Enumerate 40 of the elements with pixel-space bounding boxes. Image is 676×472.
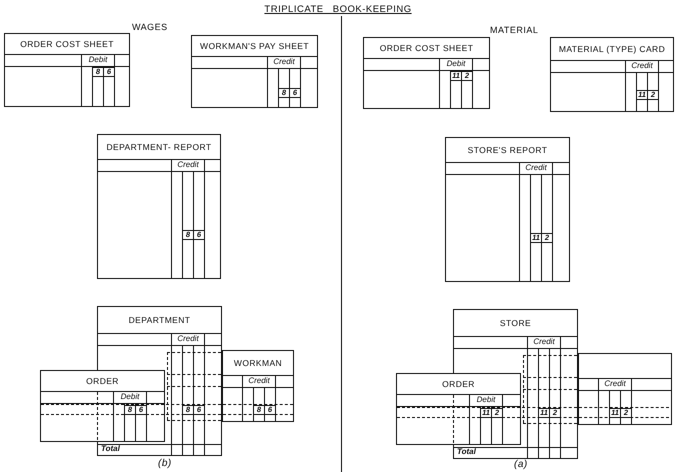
form-title: WORKMAN'S PAY SHEET [199, 41, 310, 51]
form-sheet [550, 37, 674, 112]
column-heading: Credit [630, 60, 654, 71]
column-heading: Debit [476, 394, 496, 405]
panel-letter: (b) [158, 458, 172, 469]
column-heading: Credit [524, 162, 548, 173]
form-title: DEPARTMENT [128, 315, 192, 325]
column-heading: Credit [603, 378, 627, 389]
form-title: ORDER [85, 376, 120, 386]
form-title: STORE [498, 318, 532, 328]
form-title: WORKMAN [232, 358, 284, 368]
section-heading: MATERIAL [490, 25, 538, 35]
column-heading: Credit [247, 375, 271, 386]
form-sheet [396, 373, 521, 445]
column-heading: Debit [120, 391, 140, 402]
panel-letter: (a) [514, 459, 528, 470]
form-sheet [4, 33, 130, 107]
total-label: Total [457, 447, 476, 457]
total-label: Total [101, 444, 120, 454]
form-sheet [40, 370, 165, 442]
column-heading: Credit [532, 336, 556, 347]
column-heading: Credit [272, 56, 296, 67]
diagram-title: TRIPLICATE BOOK-KEEPING [263, 4, 413, 15]
column-heading: Debit [446, 58, 466, 69]
form-title: ORDER COST SHEET [378, 43, 474, 53]
section-heading: WAGES [132, 22, 168, 32]
form-sheet [191, 35, 318, 108]
form-title: ORDER [441, 379, 476, 389]
form-title: MATERIAL (TYPE) CARD [558, 44, 666, 54]
column-heading: Credit [176, 159, 200, 170]
form-title: ORDER COST SHEET [19, 39, 115, 49]
form-sheet [97, 134, 221, 279]
column-heading: Debit [88, 54, 108, 65]
form-title: STORE'S REPORT [466, 145, 548, 155]
form-sheet [445, 137, 570, 282]
form-sheet [222, 350, 294, 422]
form-sheet [578, 353, 672, 425]
column-heading: Credit [176, 333, 200, 344]
form-title: DEPARTMENT- REPORT [106, 142, 212, 152]
form-sheet [363, 37, 490, 109]
